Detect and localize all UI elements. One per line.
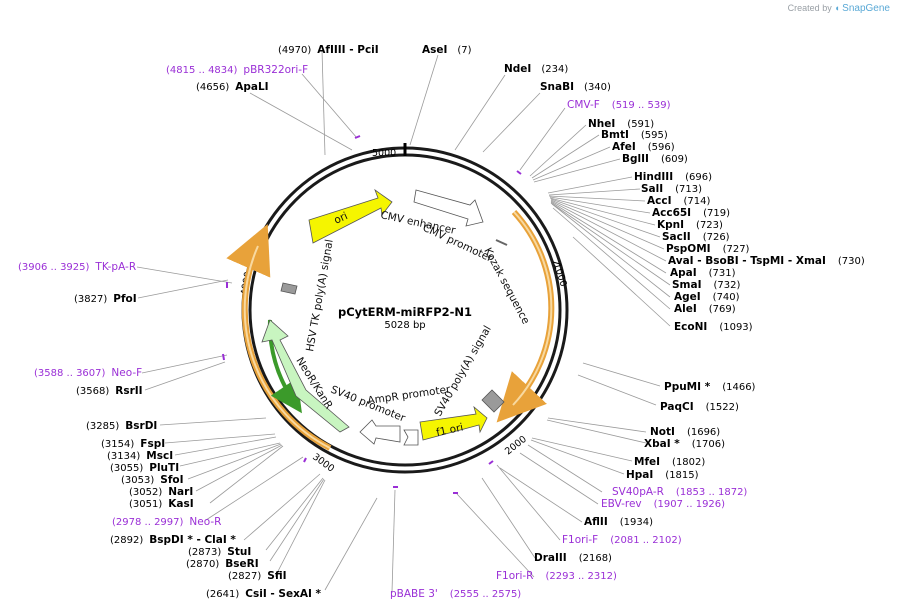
feature-ori-label: ori — [332, 210, 349, 227]
primer-markers — [222, 135, 522, 494]
snapgene-logo-icon: ◖ — [834, 3, 840, 13]
primer-ebv-rev[interactable]: EBV-rev(1907 .. 1926) — [601, 498, 725, 510]
feature-f1-ori[interactable] — [419, 405, 488, 441]
primer-f1ori-r[interactable]: F1ori-R(2293 .. 2312) — [496, 570, 617, 582]
enzyme-bspdi-clai[interactable]: (2892)BspDI * - ClaI * — [110, 534, 236, 546]
enzyme-afei[interactable]: AfeI(596) — [612, 141, 675, 153]
enzyme-draiii[interactable]: DraIII(2168) — [534, 552, 612, 564]
enzyme-nhei[interactable]: NheI(591) — [588, 118, 654, 130]
enzyme-hpai[interactable]: HpaI(1815) — [626, 469, 699, 481]
feature-ori[interactable] — [308, 188, 393, 244]
enzyme-asei[interactable]: AseI(7) — [422, 44, 472, 56]
enzyme-econi[interactable]: EcoNI(1093) — [674, 321, 753, 333]
plasmid-size: 5028 bp — [384, 320, 425, 331]
enzyme-sacii[interactable]: SacII(726) — [662, 231, 730, 243]
enzyme-acci[interactable]: AccI(714) — [647, 195, 710, 207]
feature-cmv[interactable] — [413, 189, 484, 227]
enzyme-sfoi[interactable]: (3053)SfoI — [121, 474, 184, 486]
enzyme-xbai[interactable]: XbaI *(1706) — [644, 438, 725, 450]
enzyme-msci[interactable]: (3134)MscI — [107, 450, 173, 462]
enzyme-nari[interactable]: (3052)NarI — [129, 486, 193, 498]
enzyme-pfoi[interactable]: (3827)PfoI — [74, 293, 137, 305]
enzyme-smai[interactable]: SmaI(732) — [672, 279, 740, 291]
tick-5000: 5000 — [372, 148, 396, 159]
enzyme-kasi[interactable]: (3051)KasI — [129, 498, 194, 510]
enzyme-fspi[interactable]: (3154)FspI — [101, 438, 165, 450]
enzyme-csii-sexai[interactable]: (2641)CsiI - SexAI * — [206, 588, 322, 600]
feature-sv40-promoter-label: SV40 promoter — [329, 384, 408, 425]
primer-pbabe-3[interactable]: pBABE 3'(2555 .. 2575) — [390, 588, 521, 600]
enzyme-apai[interactable]: ApaI(731) — [670, 267, 736, 279]
enzyme-mfei[interactable]: MfeI(1802) — [634, 456, 705, 468]
enzyme-ndei[interactable]: NdeI(234) — [504, 63, 568, 75]
enzyme-noti[interactable]: NotI(1696) — [650, 426, 720, 438]
feature-ampr-promoter[interactable] — [403, 429, 419, 446]
enzyme-labels: (4970)AfIIII - PciI AseI(7) NdeI(234) Sn… — [74, 44, 865, 600]
enzyme-bglii[interactable]: BglII(609) — [622, 153, 688, 165]
primer-pbr322ori-f[interactable]: (4815 .. 4834)pBR322ori-F — [166, 64, 308, 76]
snapgene-credit: Created by ◖ SnapGene — [788, 3, 890, 14]
tick-1000: 1000 — [551, 262, 569, 288]
enzyme-sfii[interactable]: (2827)SfiI — [228, 570, 287, 582]
enzyme-apali[interactable]: (4656)ApaLI — [196, 81, 269, 93]
credit-brand: SnapGene — [842, 3, 890, 14]
primer-sv40pa-r[interactable]: SV40pA-R(1853 .. 1872) — [612, 486, 747, 498]
enzyme-avai-group[interactable]: AvaI - BsoBI - TspMI - XmaI(730) — [668, 255, 865, 267]
feature-sv40-polya-label: SV40 poly(A) signal — [432, 324, 494, 419]
enzyme-bsrdi[interactable]: (3285)BsrDI — [86, 420, 157, 432]
enzyme-hindiii[interactable]: HindIII(696) — [634, 171, 712, 183]
credit-prefix: Created by — [787, 3, 832, 13]
enzyme-sali[interactable]: SalI(713) — [641, 183, 702, 195]
feature-hsv-tk-polya-label: HSV TK poly(A) signal — [304, 238, 336, 352]
connector-lines — [136, 49, 671, 593]
primer-labels: (4815 .. 4834)pBR322ori-F CMV-F(519 .. 5… — [18, 64, 747, 600]
feature-hsv-tk-polya[interactable] — [280, 282, 298, 295]
enzyme-stui[interactable]: (2873)StuI — [188, 546, 251, 558]
feature-sv40-promoter[interactable] — [359, 419, 401, 445]
enzyme-aflii[interactable]: AflII(1934) — [584, 516, 653, 528]
enzyme-snabi[interactable]: SnaBI(340) — [540, 81, 611, 93]
feature-cmv-promoter-label: CMV promoter — [421, 222, 495, 265]
primer-tk-pa-r[interactable]: (3906 .. 3925)TK-pA-R — [18, 261, 136, 273]
primer-neo-f[interactable]: (3588 .. 3607)Neo-F — [34, 367, 142, 379]
enzyme-kpni[interactable]: KpnI(723) — [657, 219, 723, 231]
enzyme-ppumi[interactable]: PpuMI *(1466) — [664, 381, 756, 393]
enzyme-pspomi[interactable]: PspOMI(727) — [666, 243, 750, 255]
enzyme-bseri[interactable]: (2870)BseRI — [186, 558, 259, 570]
enzyme-paqci[interactable]: PaqCI(1522) — [660, 401, 739, 413]
feature-kozak[interactable] — [495, 239, 508, 246]
feature-neor-kanr[interactable] — [261, 319, 350, 433]
feature-kozak-label: Kozak sequence — [481, 246, 531, 326]
feature-f1-ori-label: f1 ori — [435, 422, 464, 439]
enzyme-afliii-pci[interactable]: (4970)AfIIII - PciI — [278, 44, 379, 56]
primer-cmv-f[interactable]: CMV-F(519 .. 539) — [567, 99, 671, 111]
primer-neo-r[interactable]: (2978 .. 2997)Neo-R — [112, 516, 221, 528]
plasmid-name: pCytERM-miRFP2-N1 — [338, 305, 472, 319]
enzyme-alei[interactable]: AleI(769) — [674, 303, 736, 315]
enzyme-pluti[interactable]: (3055)PluTI — [110, 462, 179, 474]
feature-sv40-polya[interactable] — [481, 389, 505, 413]
primer-f1ori-f[interactable]: F1ori-F(2081 .. 2102) — [562, 534, 682, 546]
enzyme-bmti[interactable]: BmtI(595) — [601, 129, 668, 141]
enzyme-acc65i[interactable]: Acc65I(719) — [652, 207, 730, 219]
enzyme-rsrii[interactable]: (3568)RsrII — [76, 385, 143, 397]
enzyme-agei[interactable]: AgeI(740) — [674, 291, 740, 303]
